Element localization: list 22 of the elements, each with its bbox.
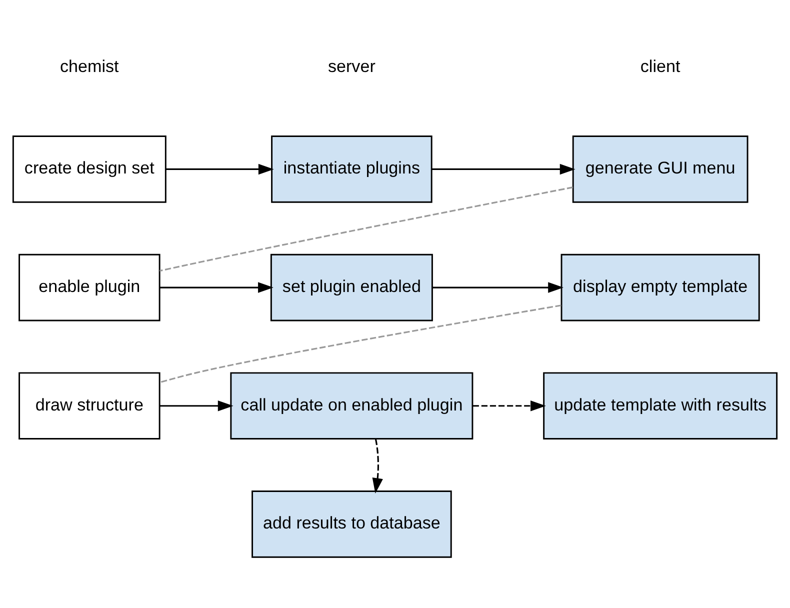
arrow (166, 164, 274, 175)
connector (160, 304, 562, 384)
node-box: create design set (12, 136, 166, 203)
node-box: call update on enabled plugin (230, 372, 474, 440)
node-box: enable plugin (18, 254, 160, 322)
node-box: set plugin enabled (270, 254, 433, 322)
label: client (640, 56, 680, 76)
arrow (372, 438, 383, 494)
arrow (432, 282, 564, 293)
arrow (432, 164, 576, 175)
label: server (328, 56, 376, 76)
node-box: instantiate plugins (271, 136, 432, 203)
node-box: display empty template (560, 254, 760, 322)
arrow (472, 400, 546, 412)
node-box: generate GUI menu (572, 136, 748, 203)
node-box: update template with results (543, 372, 778, 440)
node-box: draw structure (18, 372, 160, 440)
label: chemist (60, 56, 119, 76)
arrow (160, 282, 274, 293)
connector (160, 186, 573, 272)
arrow (160, 400, 234, 412)
node-box: add results to database (252, 490, 452, 558)
